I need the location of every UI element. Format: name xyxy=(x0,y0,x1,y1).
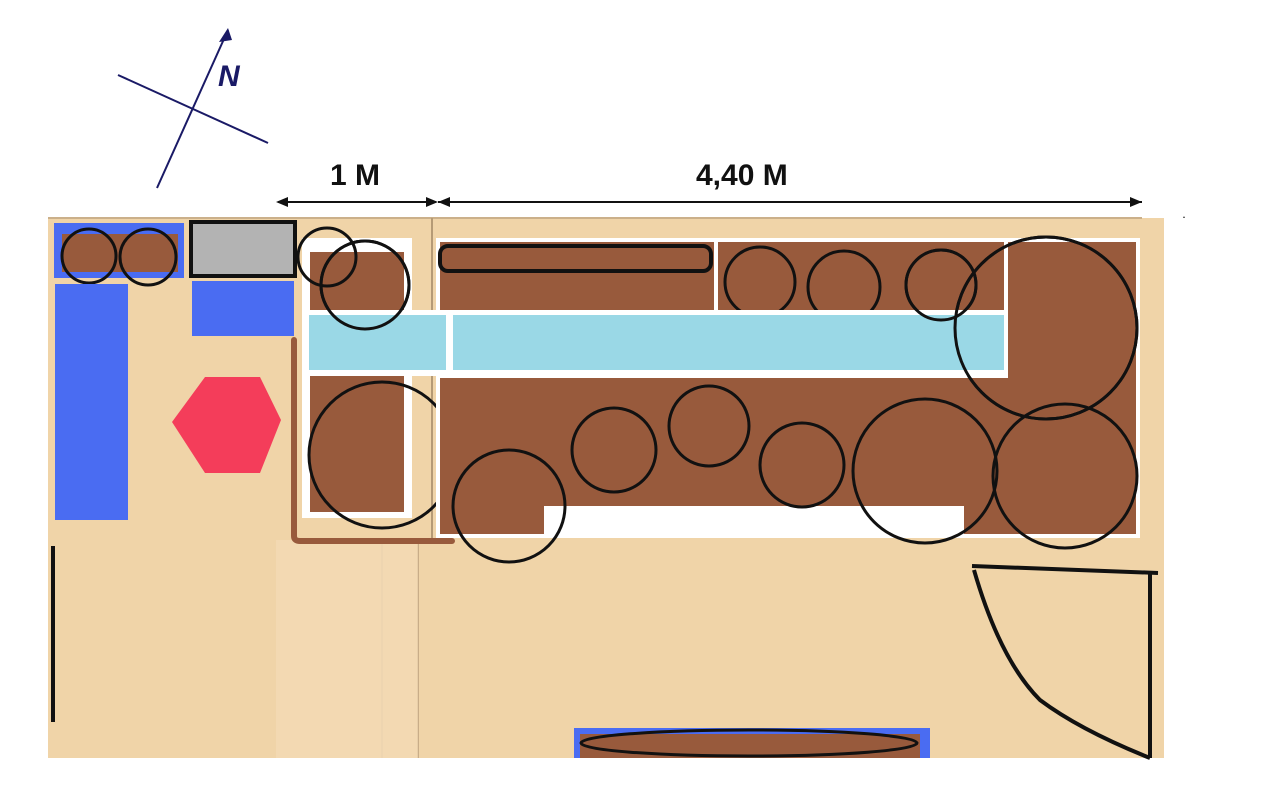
red-hexagon xyxy=(172,377,281,473)
door-swing xyxy=(971,564,1159,760)
compass-rose: N xyxy=(117,28,269,189)
water-channel xyxy=(304,310,1008,376)
dimension-label-440m: 4,40 M xyxy=(696,159,788,192)
plant-circle-overlap xyxy=(319,239,411,331)
plant-row-top xyxy=(438,244,713,273)
gray-storage-box xyxy=(189,220,297,278)
dimension-label-1m: 1 M xyxy=(330,159,380,192)
bottom-planter xyxy=(574,728,930,758)
main-bed xyxy=(436,235,1140,564)
compass-north-label: N xyxy=(218,60,241,93)
plant-circle-large-overlap xyxy=(953,235,1139,421)
narrow-bed xyxy=(296,226,457,530)
small-planter xyxy=(54,223,184,287)
blue-block xyxy=(192,281,294,336)
blue-bench-vertical xyxy=(55,284,128,520)
bed-edging xyxy=(291,337,455,544)
plant-circle-right-overlap xyxy=(904,248,978,322)
dimension-corridor-width: 1 M xyxy=(276,159,438,207)
dimension-bed-length: 4,40 M xyxy=(438,159,1142,207)
